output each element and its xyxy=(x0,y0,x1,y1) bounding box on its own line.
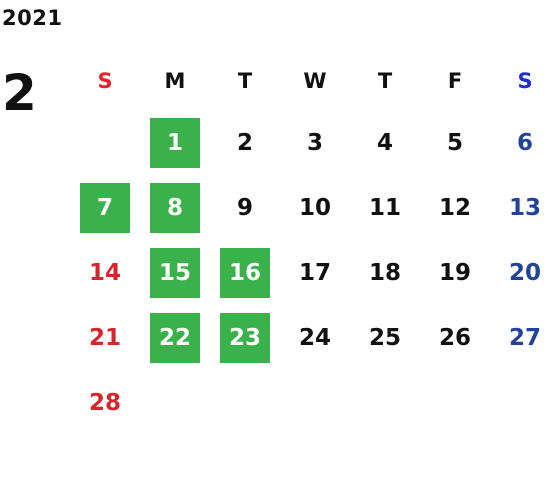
day-cell: 2 xyxy=(210,110,280,175)
day-number[interactable]: 21 xyxy=(88,324,121,351)
weekday-thursday: T xyxy=(377,69,393,93)
day-number[interactable]: 4 xyxy=(376,129,393,156)
weekday-sunday: S xyxy=(97,69,113,93)
month-number: 2 xyxy=(2,64,37,122)
day-number[interactable]: 10 xyxy=(298,194,331,221)
day-cell: 24 xyxy=(280,305,350,370)
day-number[interactable]: 13 xyxy=(508,194,541,221)
day-cell: 14 xyxy=(70,240,140,305)
day-cell: 27 xyxy=(490,305,548,370)
day-cell: 19 xyxy=(420,240,490,305)
day-number[interactable]: 24 xyxy=(298,324,331,351)
day-cell: 10 xyxy=(280,175,350,240)
day-cell: 23 xyxy=(210,305,280,370)
day-cell: 11 xyxy=(350,175,420,240)
day-number[interactable]: 11 xyxy=(368,194,401,221)
day-cell: 4 xyxy=(350,110,420,175)
day-number[interactable]: 26 xyxy=(438,324,471,351)
day-cell: 13 xyxy=(490,175,548,240)
day-cell: 15 xyxy=(140,240,210,305)
day-cell: 3 xyxy=(280,110,350,175)
day-number[interactable]: 14 xyxy=(88,259,121,286)
highlighted-day-number[interactable]: 22 xyxy=(150,312,200,363)
day-cell: 1 xyxy=(140,110,210,175)
weekday-tuesday: T xyxy=(237,69,253,93)
weekday-saturday: S xyxy=(517,69,533,93)
day-cell: 26 xyxy=(420,305,490,370)
weekday-wednesday: W xyxy=(303,69,327,93)
day-number[interactable]: 9 xyxy=(236,194,253,221)
day-cell: 17 xyxy=(280,240,350,305)
highlighted-day-number[interactable]: 1 xyxy=(150,117,200,168)
day-cell: 25 xyxy=(350,305,420,370)
day-cell: 21 xyxy=(70,305,140,370)
day-cell: 5 xyxy=(420,110,490,175)
day-cell: 16 xyxy=(210,240,280,305)
day-cell: 28 xyxy=(70,370,140,435)
highlighted-day-number[interactable]: 7 xyxy=(80,182,130,233)
empty-day-cell xyxy=(70,110,140,175)
day-number[interactable]: 6 xyxy=(516,129,533,156)
day-cell: 6 xyxy=(490,110,548,175)
weekday-header-row: S M T W T F S xyxy=(70,52,548,110)
day-cell: 8 xyxy=(140,175,210,240)
highlighted-day-number[interactable]: 15 xyxy=(150,247,200,298)
day-number[interactable]: 25 xyxy=(368,324,401,351)
day-cell: 7 xyxy=(70,175,140,240)
day-number[interactable]: 2 xyxy=(236,129,253,156)
highlighted-day-number[interactable]: 8 xyxy=(150,182,200,233)
day-number[interactable]: 19 xyxy=(438,259,471,286)
weekday-friday: F xyxy=(447,69,463,93)
day-number[interactable]: 20 xyxy=(508,259,541,286)
day-number[interactable]: 12 xyxy=(438,194,471,221)
day-cell: 18 xyxy=(350,240,420,305)
highlighted-day-number[interactable]: 23 xyxy=(220,312,270,363)
day-number[interactable]: 18 xyxy=(368,259,401,286)
day-number[interactable]: 28 xyxy=(88,389,121,416)
day-number[interactable]: 5 xyxy=(446,129,463,156)
day-number[interactable]: 17 xyxy=(298,259,331,286)
day-number[interactable]: 3 xyxy=(306,129,323,156)
day-cell: 12 xyxy=(420,175,490,240)
highlighted-day-number[interactable]: 16 xyxy=(220,247,270,298)
day-number[interactable]: 27 xyxy=(508,324,541,351)
year-label: 2021 xyxy=(2,6,63,30)
day-cell: 20 xyxy=(490,240,548,305)
day-cell: 9 xyxy=(210,175,280,240)
day-cell: 22 xyxy=(140,305,210,370)
weekday-monday: M xyxy=(164,69,186,93)
